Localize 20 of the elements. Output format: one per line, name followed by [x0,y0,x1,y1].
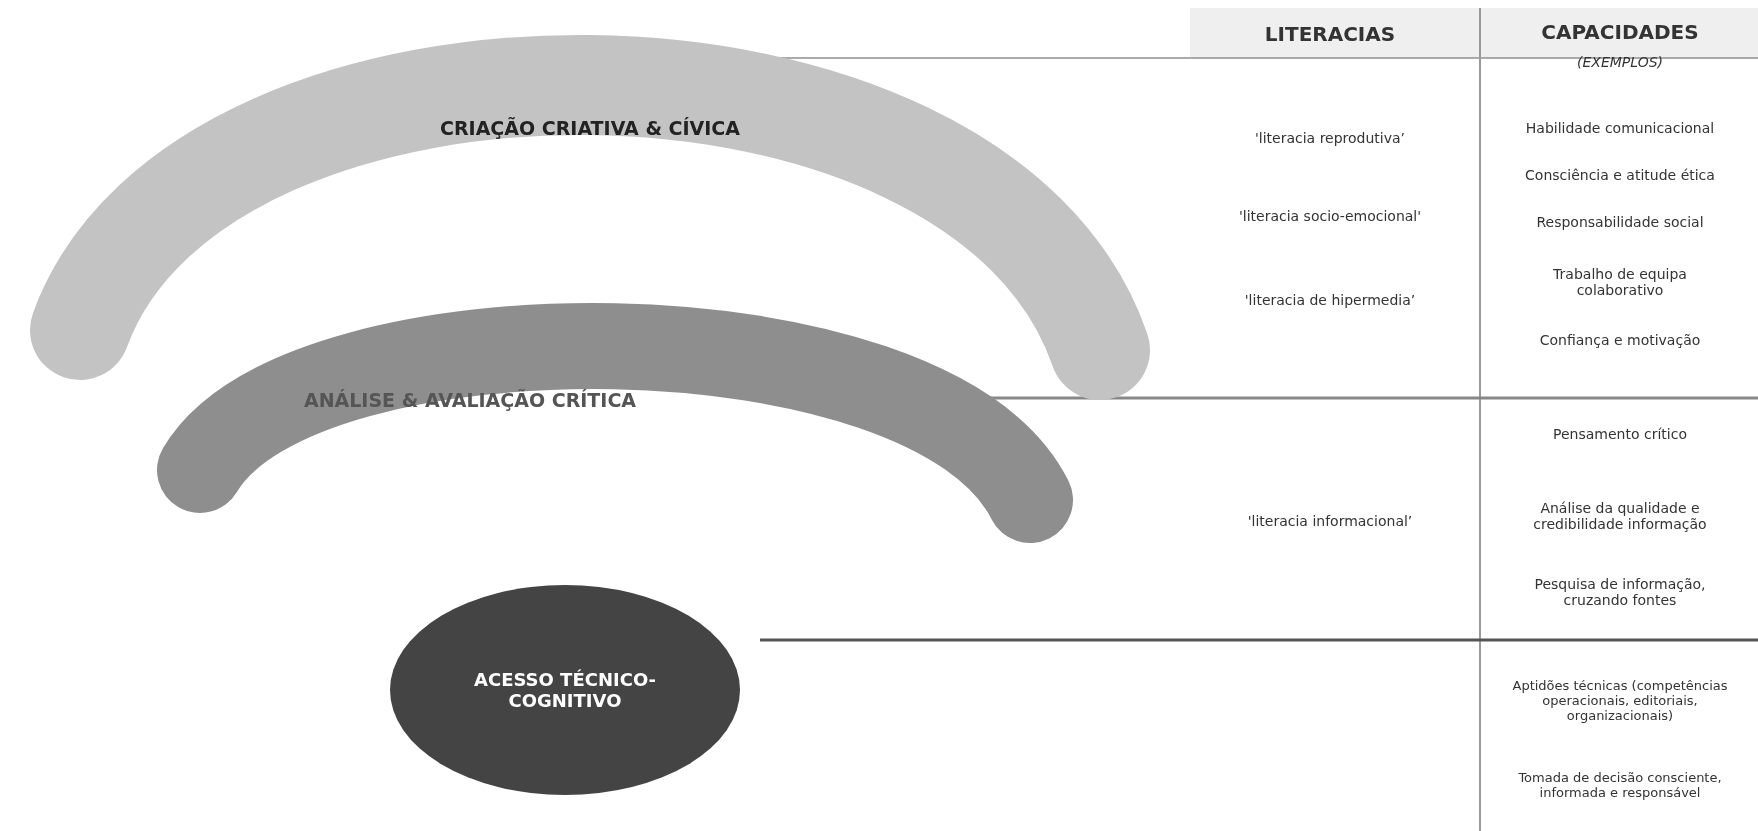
band-title: ACESSO TÉCNICO-COGNITIVO [473,669,657,711]
literacy-name: 'literacia informacional’ [1247,513,1413,529]
capacity-text: Responsabilidade social [1536,214,1704,230]
capacity-text: Trabalho de equipa colaborativo [1552,266,1688,298]
capacity-text: Consciência e atitude ética [1525,167,1715,183]
capacity-text: Análise da qualidade e credibilidade informação [1532,500,1708,532]
capacity-text: Tomada de decisão consciente, informada e responsável [1517,770,1723,800]
literacy-name: 'literacia reprodutiva’ [1254,130,1406,146]
capacity-text: Aptidões técnicas (competências operacionais, editoriais, organizacionais) [1511,677,1729,723]
capacity-text: Pensamento crítico [1553,426,1687,442]
column-subheader: (EXEMPLOS) [1577,54,1663,70]
capacity-text: Habilidade comunicacional [1525,120,1715,136]
band-title: CRIAÇÃO CRIATIVA & CÍVICA [440,117,740,139]
literacy-name: 'literacia socio-emocional' [1238,208,1422,224]
band-title: ANÁLISE & AVALIAÇÃO CRÍTICA [303,389,637,411]
column-header: LITERACIAS [1264,22,1396,46]
capacity-text: Pesquisa de informação, cruzando fontes [1533,576,1707,608]
literacy-name: 'literacia de hipermedia’ [1244,292,1416,308]
capacity-text: Confiança e motivação [1539,332,1701,348]
column-header: CAPACIDADES [1541,20,1699,44]
